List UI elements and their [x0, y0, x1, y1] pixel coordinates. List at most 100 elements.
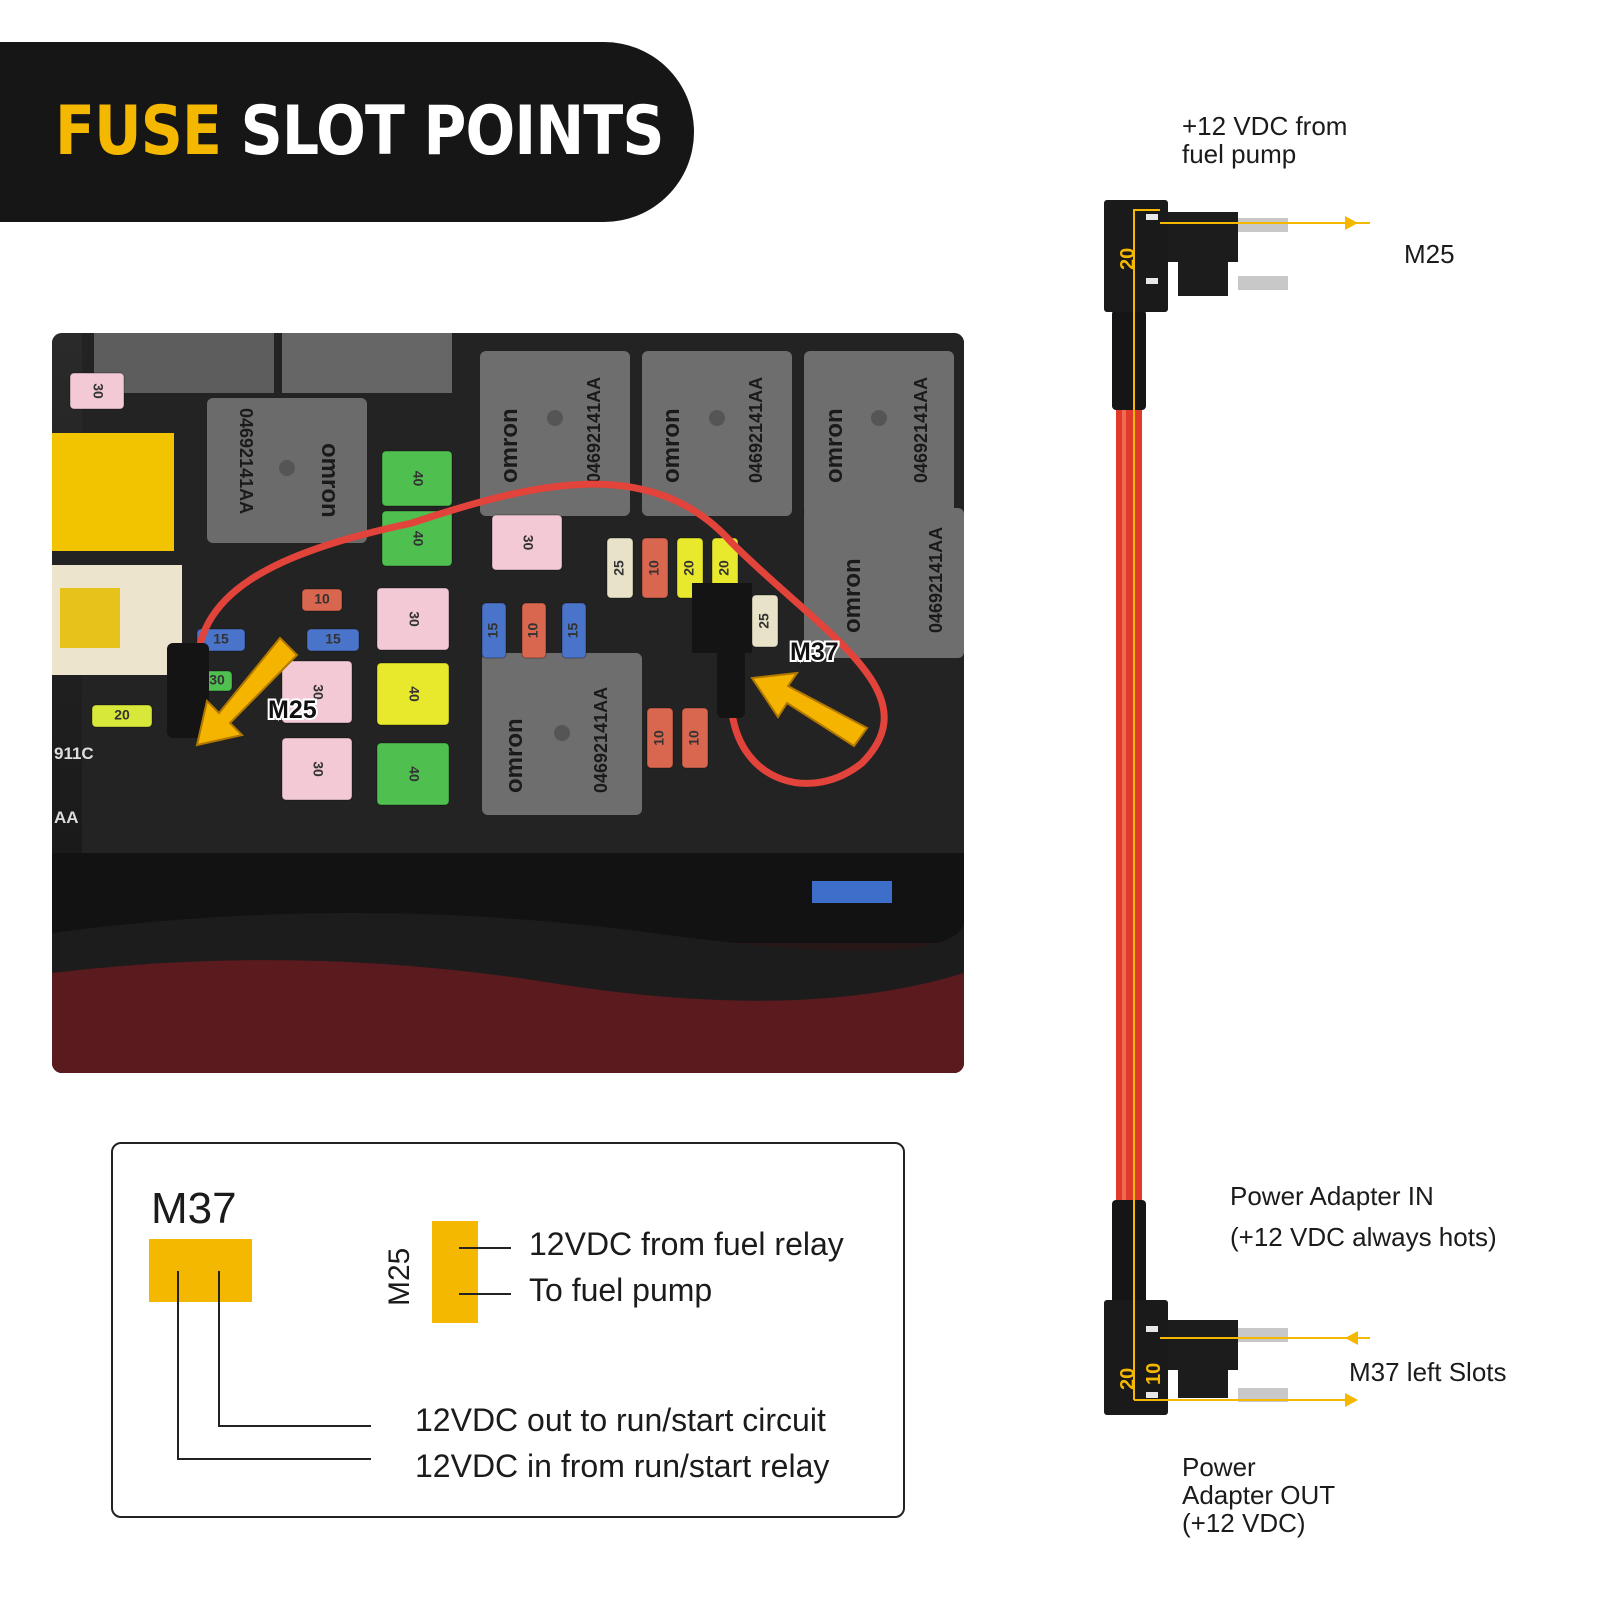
- m37-lead-out: [218, 1271, 371, 1427]
- fuse-rating: 15: [485, 623, 501, 639]
- fuse: 10: [681, 707, 709, 769]
- callout-m37: M37: [790, 638, 839, 666]
- top-note-line1: +12 VDC from: [1182, 111, 1348, 141]
- fuse-body: [196, 628, 246, 652]
- bottom-slot-label: M37 left Slots: [1349, 1357, 1507, 1387]
- relay-part-2: 04692141AA: [584, 377, 604, 483]
- legend-m37-title: M37: [151, 1184, 237, 1233]
- m25-arrowhead: [1345, 216, 1358, 230]
- fuse-body: [481, 602, 507, 659]
- fuse-rating: 20: [681, 560, 697, 576]
- fuse: 40: [381, 450, 453, 507]
- fuse-rating: 10: [651, 730, 667, 746]
- m25-fuse-block: [432, 1221, 478, 1323]
- fuse: 30: [281, 737, 353, 801]
- fuse: 15: [306, 628, 360, 652]
- fuse-rating: 40: [410, 531, 426, 547]
- relay-brand-5: omron: [839, 558, 866, 633]
- relay-brand-1: omron: [316, 443, 343, 518]
- page-title: FUSE SLOT POINTS: [55, 92, 665, 171]
- fuse-rating: 10: [686, 730, 702, 746]
- relay-part-6: 04692141AA: [591, 687, 611, 793]
- legend-m37-line1: 12VDC out to run/start circuit: [415, 1402, 826, 1438]
- fuse-body: [381, 450, 453, 507]
- relay-brand-6: omron: [501, 718, 528, 793]
- power-out-line3: (+12 VDC): [1182, 1508, 1306, 1538]
- fuse-rating: 40: [406, 766, 422, 782]
- top-fuse-holder: [1104, 200, 1288, 410]
- fuse: 40: [376, 662, 450, 726]
- fuse: 10: [301, 588, 343, 612]
- out-arrowhead: [1345, 1393, 1358, 1407]
- fuse-rating: 15: [325, 631, 341, 647]
- fuse: 25: [606, 537, 634, 599]
- power-in-line1: Power Adapter IN: [1230, 1181, 1434, 1211]
- fuse-body: [91, 704, 153, 728]
- relay-part-4: 04692141AA: [911, 377, 931, 483]
- bottom-holder-amp-20: 20: [1117, 1368, 1139, 1390]
- title-banner: [0, 42, 694, 222]
- top-note-line2: fuel pump: [1182, 139, 1297, 169]
- fuse-body: [681, 707, 709, 769]
- m37-holder: [692, 583, 752, 653]
- fuse-body: [301, 588, 343, 612]
- relay-part-1: 04692141AA: [236, 408, 256, 514]
- diagram-red-wire: [1116, 400, 1142, 1210]
- fuse-body: [521, 602, 547, 659]
- relay-brand-3: omron: [658, 408, 685, 483]
- power-in-line2: (+12 VDC always hots): [1230, 1222, 1497, 1252]
- fuse-rating: 40: [406, 686, 422, 702]
- top-slot-label: M25: [1404, 239, 1455, 269]
- relay-part-5: 04692141AA: [926, 527, 946, 633]
- fuse: 20: [91, 704, 153, 728]
- circuit-line-in: [1133, 209, 1160, 1208]
- fuse: 15: [196, 628, 246, 652]
- fuse-rating: 30: [310, 684, 326, 700]
- power-out-line1: Power: [1182, 1452, 1256, 1482]
- fuse: 15: [561, 602, 587, 659]
- legend-m25-line2: To fuel pump: [529, 1272, 713, 1308]
- legend-m37-line2: 12VDC in from run/start relay: [415, 1448, 830, 1484]
- fuse: 10: [641, 537, 669, 599]
- relay-part-3: 04692141AA: [746, 377, 766, 483]
- m37-lead-in: [177, 1271, 371, 1460]
- fuse-rating: 20: [716, 560, 732, 576]
- fuse-body: [376, 742, 450, 806]
- fuse-body: [281, 737, 353, 801]
- fuse-rating: 30: [520, 535, 536, 551]
- fuse: 10: [646, 707, 674, 769]
- fuse-rating: 10: [525, 623, 541, 639]
- fuse-rating: 15: [213, 631, 229, 647]
- fuse-rating: 20: [114, 707, 130, 723]
- fuse: 25: [751, 594, 779, 648]
- fuse-rating: 25: [611, 560, 627, 576]
- fuse-rating: 30: [90, 383, 106, 399]
- relay-brand-4: omron: [821, 408, 848, 483]
- m37-fuse-block: [149, 1239, 252, 1302]
- legend-m25-line1: 12VDC from fuel relay: [529, 1226, 844, 1262]
- fuse-body: [376, 587, 450, 651]
- bottom-holder-amp-10: 10: [1143, 1363, 1165, 1385]
- m25-holder: [167, 643, 209, 738]
- title-rest: SLOT POINTS: [240, 92, 665, 171]
- fuse: 10: [521, 602, 547, 659]
- side-label-2: AA: [54, 808, 79, 827]
- fuse-body: [281, 660, 353, 724]
- fuse-body: [69, 372, 125, 410]
- fuse-box-photo: omron 04692141AA omron 04692141AA omron …: [52, 333, 964, 1073]
- fuse-body: [606, 537, 634, 599]
- fuse: 40: [376, 742, 450, 806]
- fuse-rating: 30: [406, 611, 422, 627]
- fuse-body: [376, 662, 450, 726]
- red-wire: [193, 480, 888, 787]
- fuse: 30: [491, 514, 563, 571]
- fuse-rating: 10: [314, 591, 330, 607]
- fuse: 30: [376, 587, 450, 651]
- fuse-body: [641, 537, 669, 599]
- fuse: 15: [481, 602, 507, 659]
- fuse-rating: 30: [310, 761, 326, 777]
- side-label-1: 911C: [54, 744, 94, 763]
- arrow-m25: [195, 636, 299, 747]
- fuse: 30: [281, 660, 353, 724]
- fuse-body: [491, 514, 563, 571]
